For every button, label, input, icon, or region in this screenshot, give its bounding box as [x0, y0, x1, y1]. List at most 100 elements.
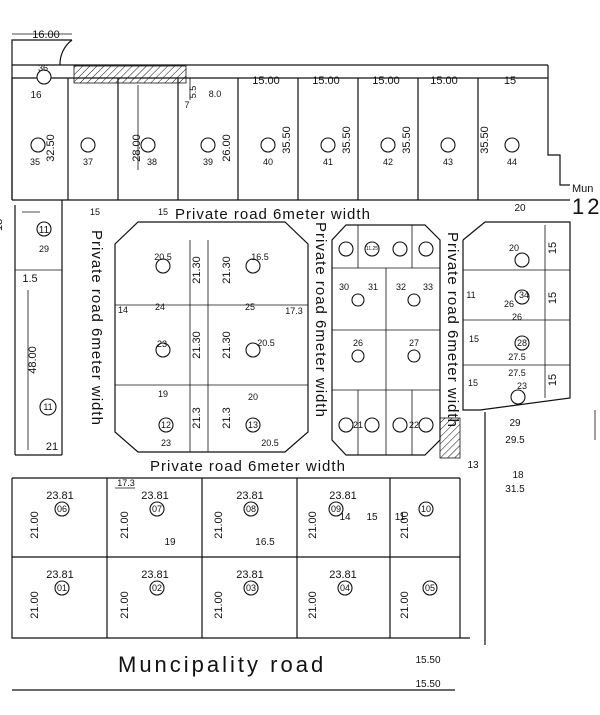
svg-text:23.81: 23.81 — [329, 490, 357, 502]
svg-text:1.5: 1.5 — [22, 273, 37, 285]
svg-text:29: 29 — [509, 418, 521, 429]
svg-text:11.25: 11.25 — [366, 246, 378, 252]
top-row-dimensions: 16.00 15.00 15.00 15.00 15.00 15 32.50 2… — [32, 29, 516, 162]
svg-text:10: 10 — [421, 504, 431, 514]
left-column-plots: 29 11 11 18 1.5 48.00 21 — [0, 200, 63, 456]
svg-text:21.3: 21.3 — [221, 407, 233, 428]
svg-text:35.50: 35.50 — [341, 126, 353, 154]
svg-text:15.00: 15.00 — [312, 75, 340, 87]
block-b: 11.25 30 31 32 33 26 27 21 22 — [331, 224, 441, 456]
svg-text:21.00: 21.00 — [213, 591, 225, 619]
svg-text:27.5: 27.5 — [508, 368, 526, 378]
svg-text:17.3: 17.3 — [285, 306, 303, 316]
svg-text:24: 24 — [155, 302, 165, 312]
svg-text:15.00: 15.00 — [372, 75, 400, 87]
svg-text:15.00: 15.00 — [252, 75, 280, 87]
svg-text:7: 7 — [184, 100, 189, 110]
svg-text:15.00: 15.00 — [430, 75, 458, 87]
svg-text:32: 32 — [396, 282, 406, 292]
left-private-road-label: Private road 6meter width — [88, 230, 105, 426]
svg-text:23.81: 23.81 — [329, 569, 357, 581]
bottom-row-plots: 06 07 08 09 10 01 02 03 04 05 17.3 19 16… — [11, 477, 470, 639]
svg-text:23: 23 — [161, 438, 171, 448]
svg-text:44: 44 — [507, 157, 517, 167]
svg-text:29: 29 — [39, 244, 49, 254]
svg-text:16.00: 16.00 — [32, 29, 60, 41]
svg-text:16.5: 16.5 — [251, 252, 269, 262]
svg-text:31: 31 — [368, 282, 378, 292]
svg-text:15.50: 15.50 — [415, 655, 440, 666]
svg-text:36: 36 — [38, 63, 48, 73]
top-private-road-label: Private road 6meter width — [175, 206, 371, 223]
svg-text:21.30: 21.30 — [221, 256, 233, 284]
svg-text:21.00: 21.00 — [307, 591, 319, 619]
svg-text:08: 08 — [246, 504, 256, 514]
svg-text:26: 26 — [353, 338, 363, 348]
svg-text:11: 11 — [466, 290, 475, 300]
svg-text:5.5: 5.5 — [188, 86, 198, 99]
top-row-circles — [30, 69, 520, 153]
svg-text:18: 18 — [0, 219, 5, 231]
svg-text:41: 41 — [323, 157, 333, 167]
svg-text:15: 15 — [469, 334, 479, 344]
svg-text:21.00: 21.00 — [213, 511, 225, 539]
center-private-road-label: Private road 6meter width — [312, 222, 329, 418]
svg-text:12: 12 — [161, 420, 171, 430]
svg-text:34: 34 — [519, 290, 529, 300]
svg-text:16: 16 — [30, 90, 42, 101]
svg-text:23: 23 — [157, 339, 167, 349]
svg-text:13: 13 — [467, 460, 479, 471]
svg-text:11: 11 — [43, 402, 52, 412]
svg-text:23.81: 23.81 — [46, 569, 74, 581]
svg-text:8.0: 8.0 — [209, 89, 222, 99]
svg-text:21.00: 21.00 — [29, 511, 41, 539]
svg-text:20: 20 — [514, 203, 526, 214]
svg-text:01: 01 — [57, 583, 67, 593]
svg-text:07: 07 — [152, 504, 162, 514]
svg-text:15: 15 — [547, 374, 559, 386]
svg-text:11: 11 — [395, 512, 406, 523]
svg-text:02: 02 — [152, 583, 162, 593]
svg-text:05: 05 — [425, 583, 435, 593]
block-a: 20.5 16.5 24 25 14 17.3 23 20.5 19 20 12… — [114, 221, 309, 453]
municipality-road-label: Muncipality road — [118, 652, 326, 677]
svg-text:35.50: 35.50 — [401, 126, 413, 154]
svg-text:42: 42 — [383, 157, 393, 167]
svg-text:21: 21 — [46, 441, 58, 453]
svg-text:15: 15 — [366, 512, 378, 523]
svg-text:15: 15 — [547, 292, 559, 304]
right-private-road-label: Private road 6meter width — [444, 232, 461, 428]
svg-text:09: 09 — [331, 504, 341, 514]
svg-text:20: 20 — [248, 392, 258, 402]
svg-text:04: 04 — [340, 583, 350, 593]
svg-text:21.00: 21.00 — [399, 511, 411, 539]
svg-text:35.50: 35.50 — [281, 126, 293, 154]
svg-text:27: 27 — [409, 338, 419, 348]
svg-text:20.5: 20.5 — [257, 338, 275, 348]
svg-text:29.5: 29.5 — [505, 435, 525, 446]
svg-text:32.50: 32.50 — [45, 134, 57, 162]
svg-text:19: 19 — [164, 537, 176, 548]
svg-text:21.00: 21.00 — [29, 591, 41, 619]
block-c: 20 34 28 23 11 26 26 15 27.5 27.5 15 15 … — [462, 221, 571, 411]
svg-text:26.00: 26.00 — [221, 134, 233, 162]
svg-text:21.30: 21.30 — [221, 331, 233, 359]
svg-text:31.5: 31.5 — [505, 484, 525, 495]
svg-text:35: 35 — [30, 157, 40, 167]
svg-text:12: 12 — [572, 194, 600, 219]
svg-text:23.81: 23.81 — [236, 490, 264, 502]
svg-text:15: 15 — [158, 207, 168, 217]
svg-text:19: 19 — [158, 389, 168, 399]
svg-text:15: 15 — [547, 242, 559, 254]
svg-text:21: 21 — [353, 420, 363, 430]
svg-text:15: 15 — [504, 75, 516, 87]
right-side-labels: 29 29.5 13 18 31.5 — [467, 410, 596, 645]
svg-text:21.00: 21.00 — [307, 511, 319, 539]
svg-text:21.00: 21.00 — [119, 511, 131, 539]
svg-text:06: 06 — [57, 504, 67, 514]
svg-text:17.3: 17.3 — [117, 478, 135, 488]
svg-text:20.5: 20.5 — [261, 438, 279, 448]
svg-text:25: 25 — [245, 302, 255, 312]
svg-text:28.00: 28.00 — [131, 134, 143, 162]
